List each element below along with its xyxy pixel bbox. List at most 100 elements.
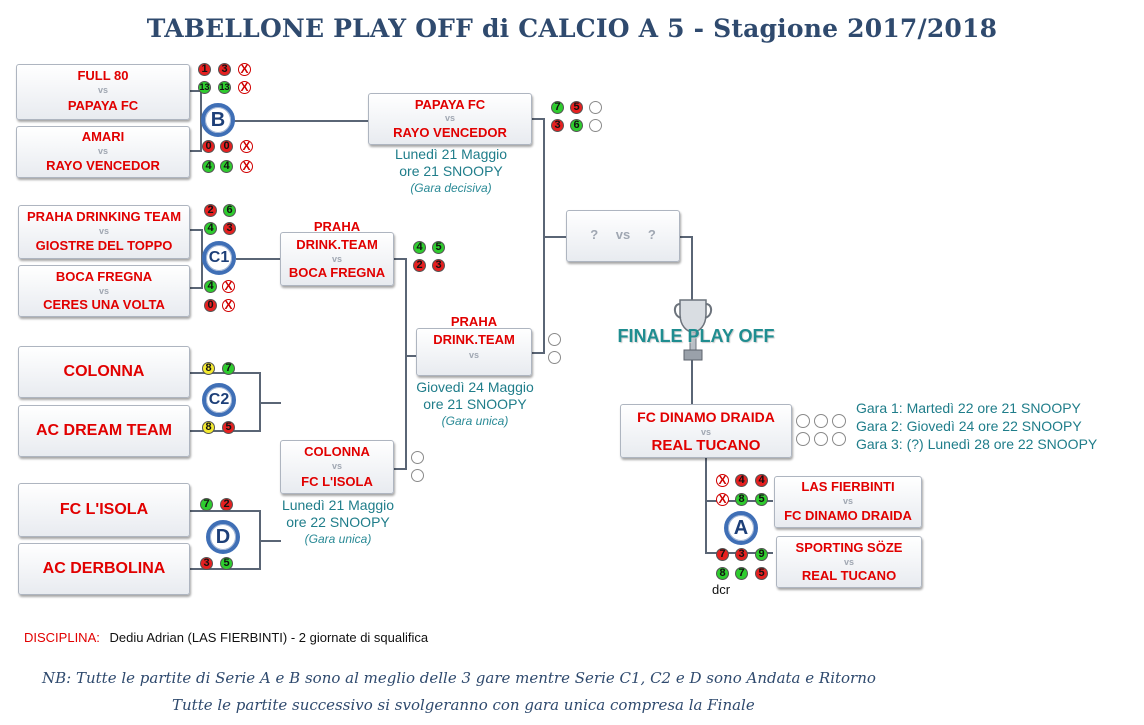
team-fc-lisola[interactable]: FC L'ISOLA bbox=[18, 483, 190, 537]
trophy-icon bbox=[673, 299, 713, 361]
team-home: FULL 80 bbox=[77, 68, 129, 83]
team-home: FC DINAMO DRAIDA bbox=[637, 409, 775, 425]
note: (Gara decisiva) bbox=[410, 181, 492, 195]
team-away: REAL TUCANO bbox=[651, 437, 761, 454]
team-home: PAPAYA FC bbox=[414, 97, 486, 112]
vs-label: vs bbox=[97, 146, 108, 156]
score: 6 bbox=[223, 204, 236, 217]
score: 3 bbox=[200, 557, 213, 570]
score: 4 bbox=[735, 474, 748, 487]
score: 3 bbox=[223, 222, 236, 235]
vs-label: vs bbox=[331, 461, 342, 471]
badge-serie-c2: C2 bbox=[202, 383, 236, 417]
gara-1: Gara 1: Martedì 22 ore 21 SNOOPY bbox=[856, 400, 1081, 416]
vs-label: vs bbox=[700, 427, 711, 437]
team-away: CERES UNA VOLTA bbox=[43, 297, 165, 312]
score: 4 bbox=[202, 160, 215, 173]
score-empty bbox=[796, 432, 810, 446]
team-ac-derbolina[interactable]: AC DERBOLINA bbox=[18, 543, 190, 595]
score: X bbox=[238, 81, 251, 94]
score: 7 bbox=[735, 567, 748, 580]
score-empty bbox=[832, 414, 846, 428]
score: 3 bbox=[551, 119, 564, 132]
time: ore 21 SNOOPY bbox=[423, 396, 527, 412]
score: 13 bbox=[198, 81, 211, 94]
team-home: LAS FIERBINTI bbox=[801, 479, 895, 494]
note: (Gara unica) bbox=[304, 532, 372, 546]
score-empty bbox=[832, 432, 846, 446]
match-praha-giostre[interactable]: PRAHA DRINKING TEAM vs GIOSTRE DEL TOPPO bbox=[18, 205, 190, 259]
score: 6 bbox=[570, 119, 583, 132]
team-colonna[interactable]: COLONNA bbox=[18, 346, 190, 398]
score: 8 bbox=[202, 421, 215, 434]
vs-label: vs bbox=[468, 350, 479, 360]
team-away: PAPAYA FC bbox=[67, 98, 139, 113]
qf-info: Giovedì 24 Maggio ore 21 SNOOPY (Gara un… bbox=[400, 379, 550, 430]
score-empty bbox=[814, 414, 828, 428]
match-colonna-lisola[interactable]: COLONNA vs FC L'ISOLA bbox=[280, 440, 394, 494]
score: 5 bbox=[570, 101, 583, 114]
score: 0 bbox=[204, 299, 217, 312]
date: Lunedì 21 Maggio bbox=[281, 497, 395, 513]
score: X bbox=[716, 493, 729, 506]
score: 0 bbox=[202, 140, 215, 153]
match-fierbinti-dinamo[interactable]: LAS FIERBINTI vs FC DINAMO DRAIDA bbox=[774, 476, 922, 528]
match-boca-ceres[interactable]: BOCA FREGNA vs CERES UNA VOLTA bbox=[18, 265, 190, 317]
note: (Gara unica) bbox=[441, 414, 509, 428]
team-away: RAYO VENCEDOR bbox=[46, 158, 160, 173]
disciplina-label: DISCIPLINA: bbox=[24, 630, 100, 645]
vs-label: vs bbox=[331, 254, 342, 264]
vs-label: vs bbox=[843, 557, 854, 567]
team-ac-dream-team[interactable]: AC DREAM TEAM bbox=[18, 405, 190, 457]
score-empty bbox=[411, 469, 424, 482]
team-away: FC L'ISOLA bbox=[301, 474, 373, 489]
team-home-line1: PRAHA bbox=[313, 219, 361, 234]
score: 2 bbox=[220, 498, 233, 511]
score: 4 bbox=[204, 222, 217, 235]
score: X bbox=[240, 140, 253, 153]
score: 7 bbox=[200, 498, 213, 511]
team-home: SPORTING SÖZE bbox=[795, 540, 903, 555]
score-empty bbox=[796, 414, 810, 428]
team-away: RAYO VENCEDOR bbox=[393, 125, 507, 140]
team-home-line2: DRINK.TEAM bbox=[433, 332, 515, 347]
time: ore 21 SNOOPY bbox=[399, 163, 503, 179]
match-dinamo-tucano[interactable]: FC DINAMO DRAIDA vs REAL TUCANO bbox=[620, 404, 792, 458]
match-papaya-rayo[interactable]: PAPAYA FC vs RAYO VENCEDOR bbox=[368, 93, 532, 145]
team-name: AC DERBOLINA bbox=[42, 560, 166, 577]
match-amari-rayo[interactable]: AMARI vs RAYO VENCEDOR bbox=[16, 126, 190, 178]
score: 1 bbox=[198, 63, 211, 76]
score: 4 bbox=[204, 280, 217, 293]
match-tbd-final[interactable]: ? vs ? bbox=[566, 210, 680, 262]
score: 4 bbox=[220, 160, 233, 173]
score-empty bbox=[548, 333, 561, 346]
score: 8 bbox=[735, 493, 748, 506]
disciplina-text: Dediu Adrian (LAS FIERBINTI) - 2 giornat… bbox=[109, 630, 429, 645]
score: 7 bbox=[551, 101, 564, 114]
match-praha-boca[interactable]: PRAHA DRINK.TEAM vs BOCA FREGNA bbox=[280, 219, 394, 286]
match-sporting-tucano[interactable]: SPORTING SÖZE vs REAL TUCANO bbox=[776, 536, 922, 588]
page-title: TABELLONE PLAY OFF di CALCIO A 5 - Stagi… bbox=[146, 14, 998, 43]
disciplina-note: DISCIPLINA: Dediu Adrian (LAS FIERBINTI)… bbox=[24, 630, 428, 645]
vs-label: vs bbox=[842, 496, 853, 506]
badge-serie-a: A bbox=[724, 511, 758, 545]
score: 0 bbox=[220, 140, 233, 153]
gara-3: Gara 3: (?) Lunedì 28 ore 22 SNOOPY bbox=[856, 436, 1098, 452]
time: ore 22 SNOOPY bbox=[286, 514, 390, 530]
score: 9 bbox=[755, 548, 768, 561]
team-away: REAL TUCANO bbox=[801, 568, 897, 583]
finale-label: FINALE PLAY OFF bbox=[617, 326, 775, 346]
match-full80-papaya[interactable]: FULL 80 vs PAPAYA FC bbox=[16, 64, 190, 120]
score: 2 bbox=[204, 204, 217, 217]
score-empty bbox=[548, 351, 561, 364]
date: Giovedì 24 Maggio bbox=[416, 379, 534, 395]
tbd-home: ? bbox=[590, 227, 599, 242]
score: 8 bbox=[202, 362, 215, 375]
team-away: FC DINAMO DRAIDA bbox=[784, 508, 912, 523]
team-name: FC L'ISOLA bbox=[59, 501, 149, 518]
score: 5 bbox=[220, 557, 233, 570]
score: 3 bbox=[735, 548, 748, 561]
match-praha-tbd[interactable]: PRAHA DRINK.TEAM vs bbox=[416, 314, 532, 376]
score: 4 bbox=[413, 241, 426, 254]
score: 13 bbox=[218, 81, 231, 94]
